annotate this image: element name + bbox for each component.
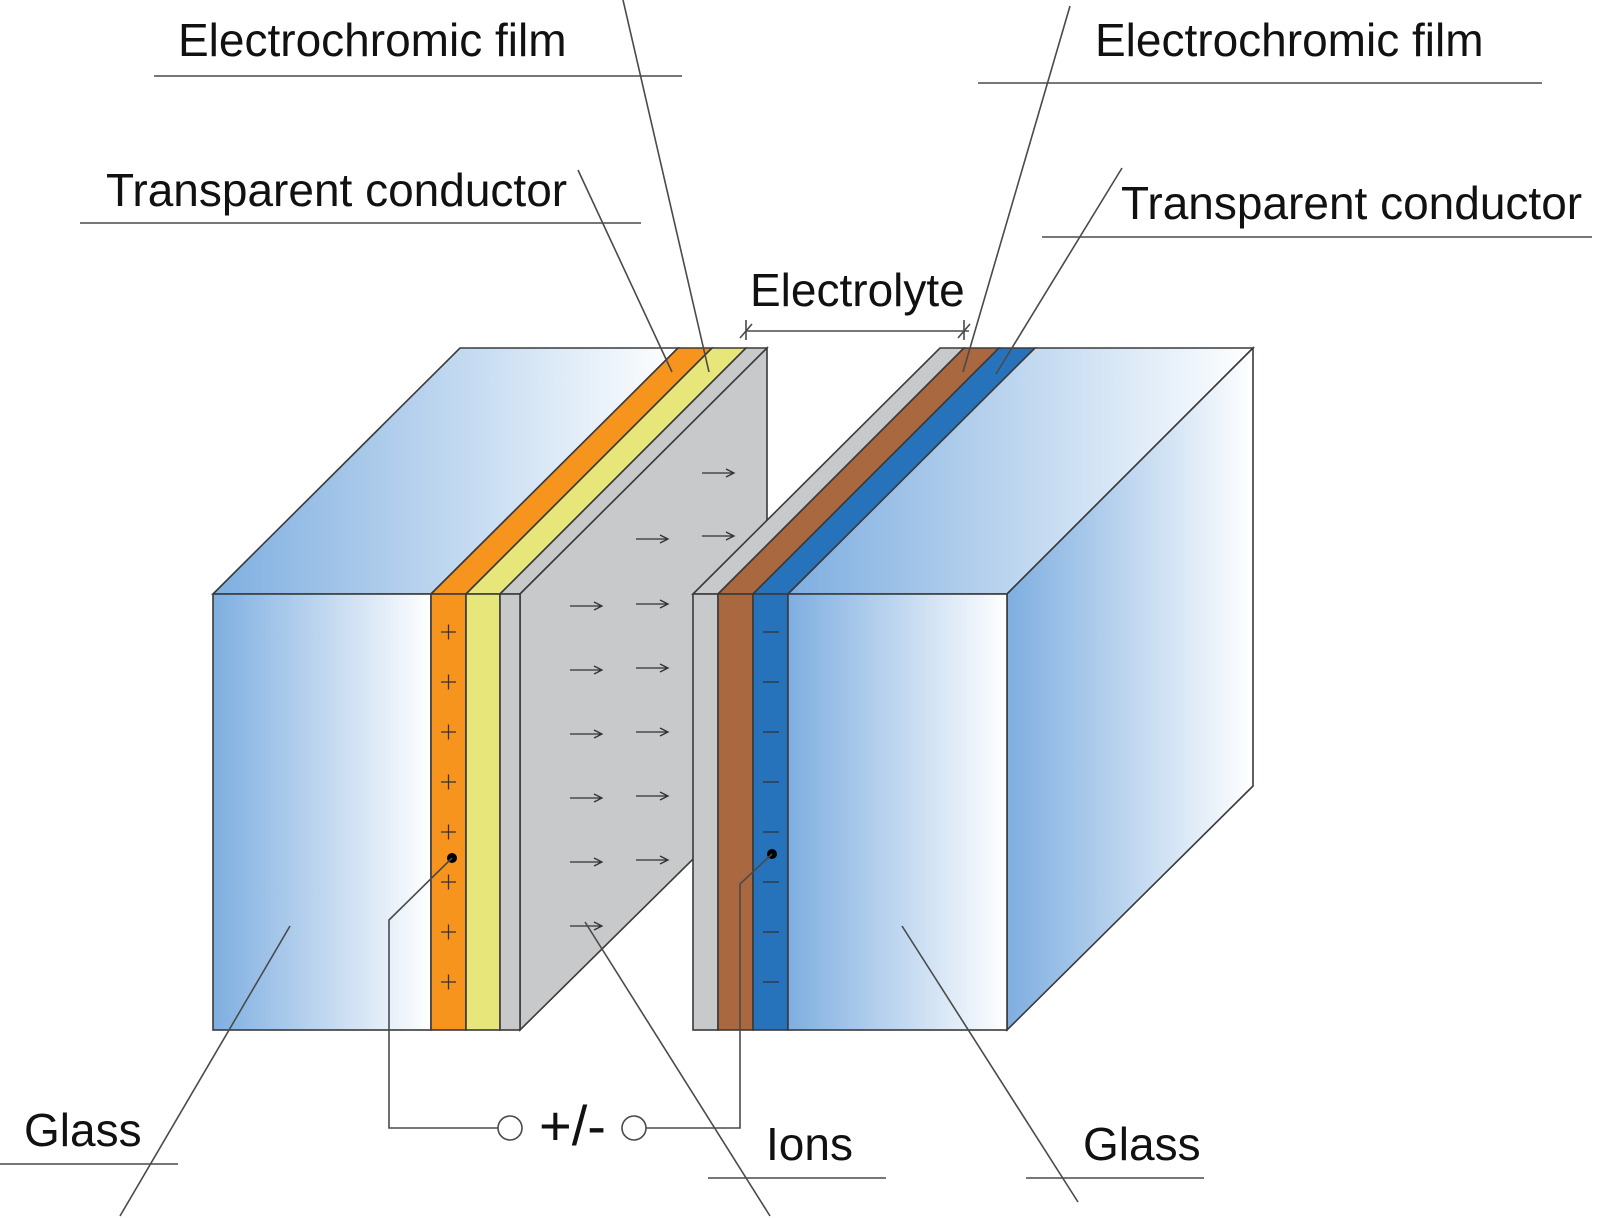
right-conductor-front xyxy=(752,593,789,1031)
label-transparent-conductor-left: Transparent conductor xyxy=(106,164,567,216)
label-electrochromic-film-left: Electrochromic film xyxy=(178,14,567,66)
terminal-left xyxy=(497,1115,523,1141)
left-film-front xyxy=(465,593,501,1031)
label-transparent-conductor-right: Transparent conductor xyxy=(1121,177,1582,229)
label-voltage-source: +/- xyxy=(539,1094,606,1157)
right-glass-front xyxy=(787,593,1008,1031)
label-ions: Ions xyxy=(766,1118,853,1170)
right-film-front xyxy=(717,593,754,1031)
right-pane xyxy=(691,346,1255,1032)
labels: Electrochromic film Transparent conducto… xyxy=(24,14,1582,1170)
left-electrolyte-front xyxy=(499,593,521,1031)
circuit xyxy=(388,849,777,1141)
left-pane xyxy=(211,346,769,1032)
terminal-right xyxy=(621,1115,647,1141)
right-electrolyte-front xyxy=(692,593,719,1031)
label-glass-right: Glass xyxy=(1083,1118,1201,1170)
negative-charges xyxy=(763,631,779,983)
positive-charges xyxy=(441,624,456,990)
ion-arrows xyxy=(570,468,736,931)
left-glass-front xyxy=(212,593,432,1031)
left-conductor-front xyxy=(430,593,467,1031)
label-electrolyte: Electrolyte xyxy=(750,264,965,316)
label-electrochromic-film-right: Electrochromic film xyxy=(1095,14,1484,66)
label-glass-left: Glass xyxy=(24,1104,142,1156)
